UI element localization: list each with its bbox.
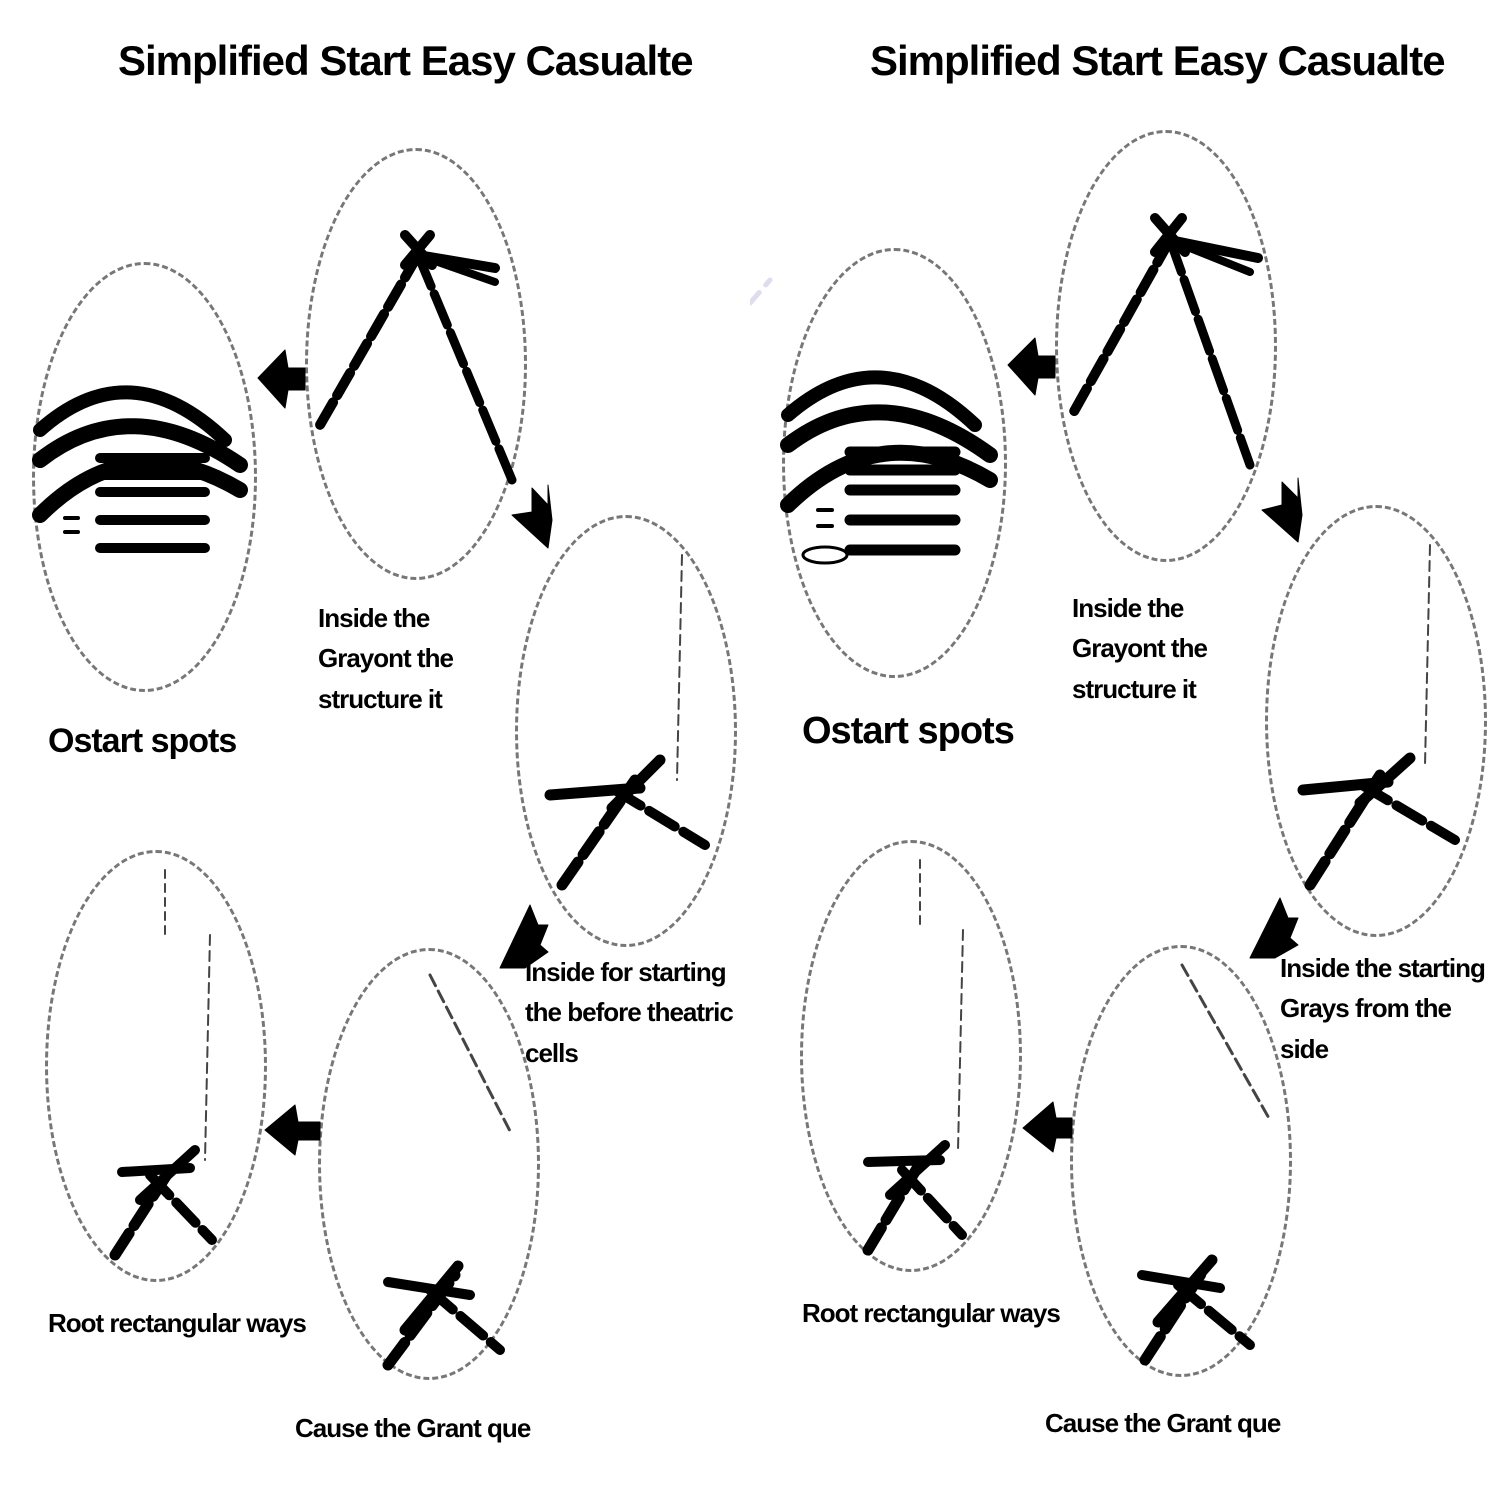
label-top: Inside the Grayont the structure it bbox=[318, 603, 454, 714]
node-bottom-center bbox=[318, 948, 540, 1380]
node-bottom-center bbox=[1070, 945, 1292, 1377]
panel-title: Simplified Start Easy Casualte bbox=[870, 37, 1446, 84]
node-middle bbox=[515, 515, 737, 947]
label-bottom-left: Root rectangular ways bbox=[802, 1298, 1061, 1328]
node-stack bbox=[782, 248, 1007, 678]
panel-title: Simplified Start Easy Casualte bbox=[118, 37, 694, 84]
arrow-icon bbox=[511, 484, 553, 549]
arrow-icon bbox=[264, 1104, 321, 1156]
diagram-panel-left: Simplified Start Easy Casualte bbox=[32, 37, 737, 1443]
diagram-panel-right: Simplified Start Easy Casualte bbox=[750, 0, 1500, 1500]
arrow-icon bbox=[1022, 1101, 1073, 1153]
node-bottom-left bbox=[800, 840, 1022, 1272]
arrow-icon bbox=[1261, 477, 1303, 543]
arrow-icon bbox=[257, 349, 306, 409]
label-middle: Inside the starting Grays from the side bbox=[1280, 953, 1486, 1064]
label-stack: Ostart spots bbox=[48, 722, 237, 760]
node-top bbox=[1055, 130, 1277, 562]
node-stack bbox=[32, 262, 257, 692]
label-bottom-center: Cause the Grant que bbox=[1045, 1408, 1281, 1438]
label-stack: Ostart spots bbox=[802, 710, 1015, 752]
label-bottom-center: Cause the Grant que bbox=[295, 1413, 531, 1443]
node-middle bbox=[1265, 505, 1487, 937]
label-middle: Inside for starting the before theatric … bbox=[525, 957, 734, 1068]
label-top: Inside the Grayont the structure it bbox=[1072, 593, 1208, 704]
arrow-icon bbox=[1007, 337, 1056, 396]
node-bottom-left bbox=[45, 850, 267, 1282]
label-bottom-left: Root rectangular ways bbox=[48, 1308, 307, 1338]
node-top bbox=[305, 148, 527, 580]
